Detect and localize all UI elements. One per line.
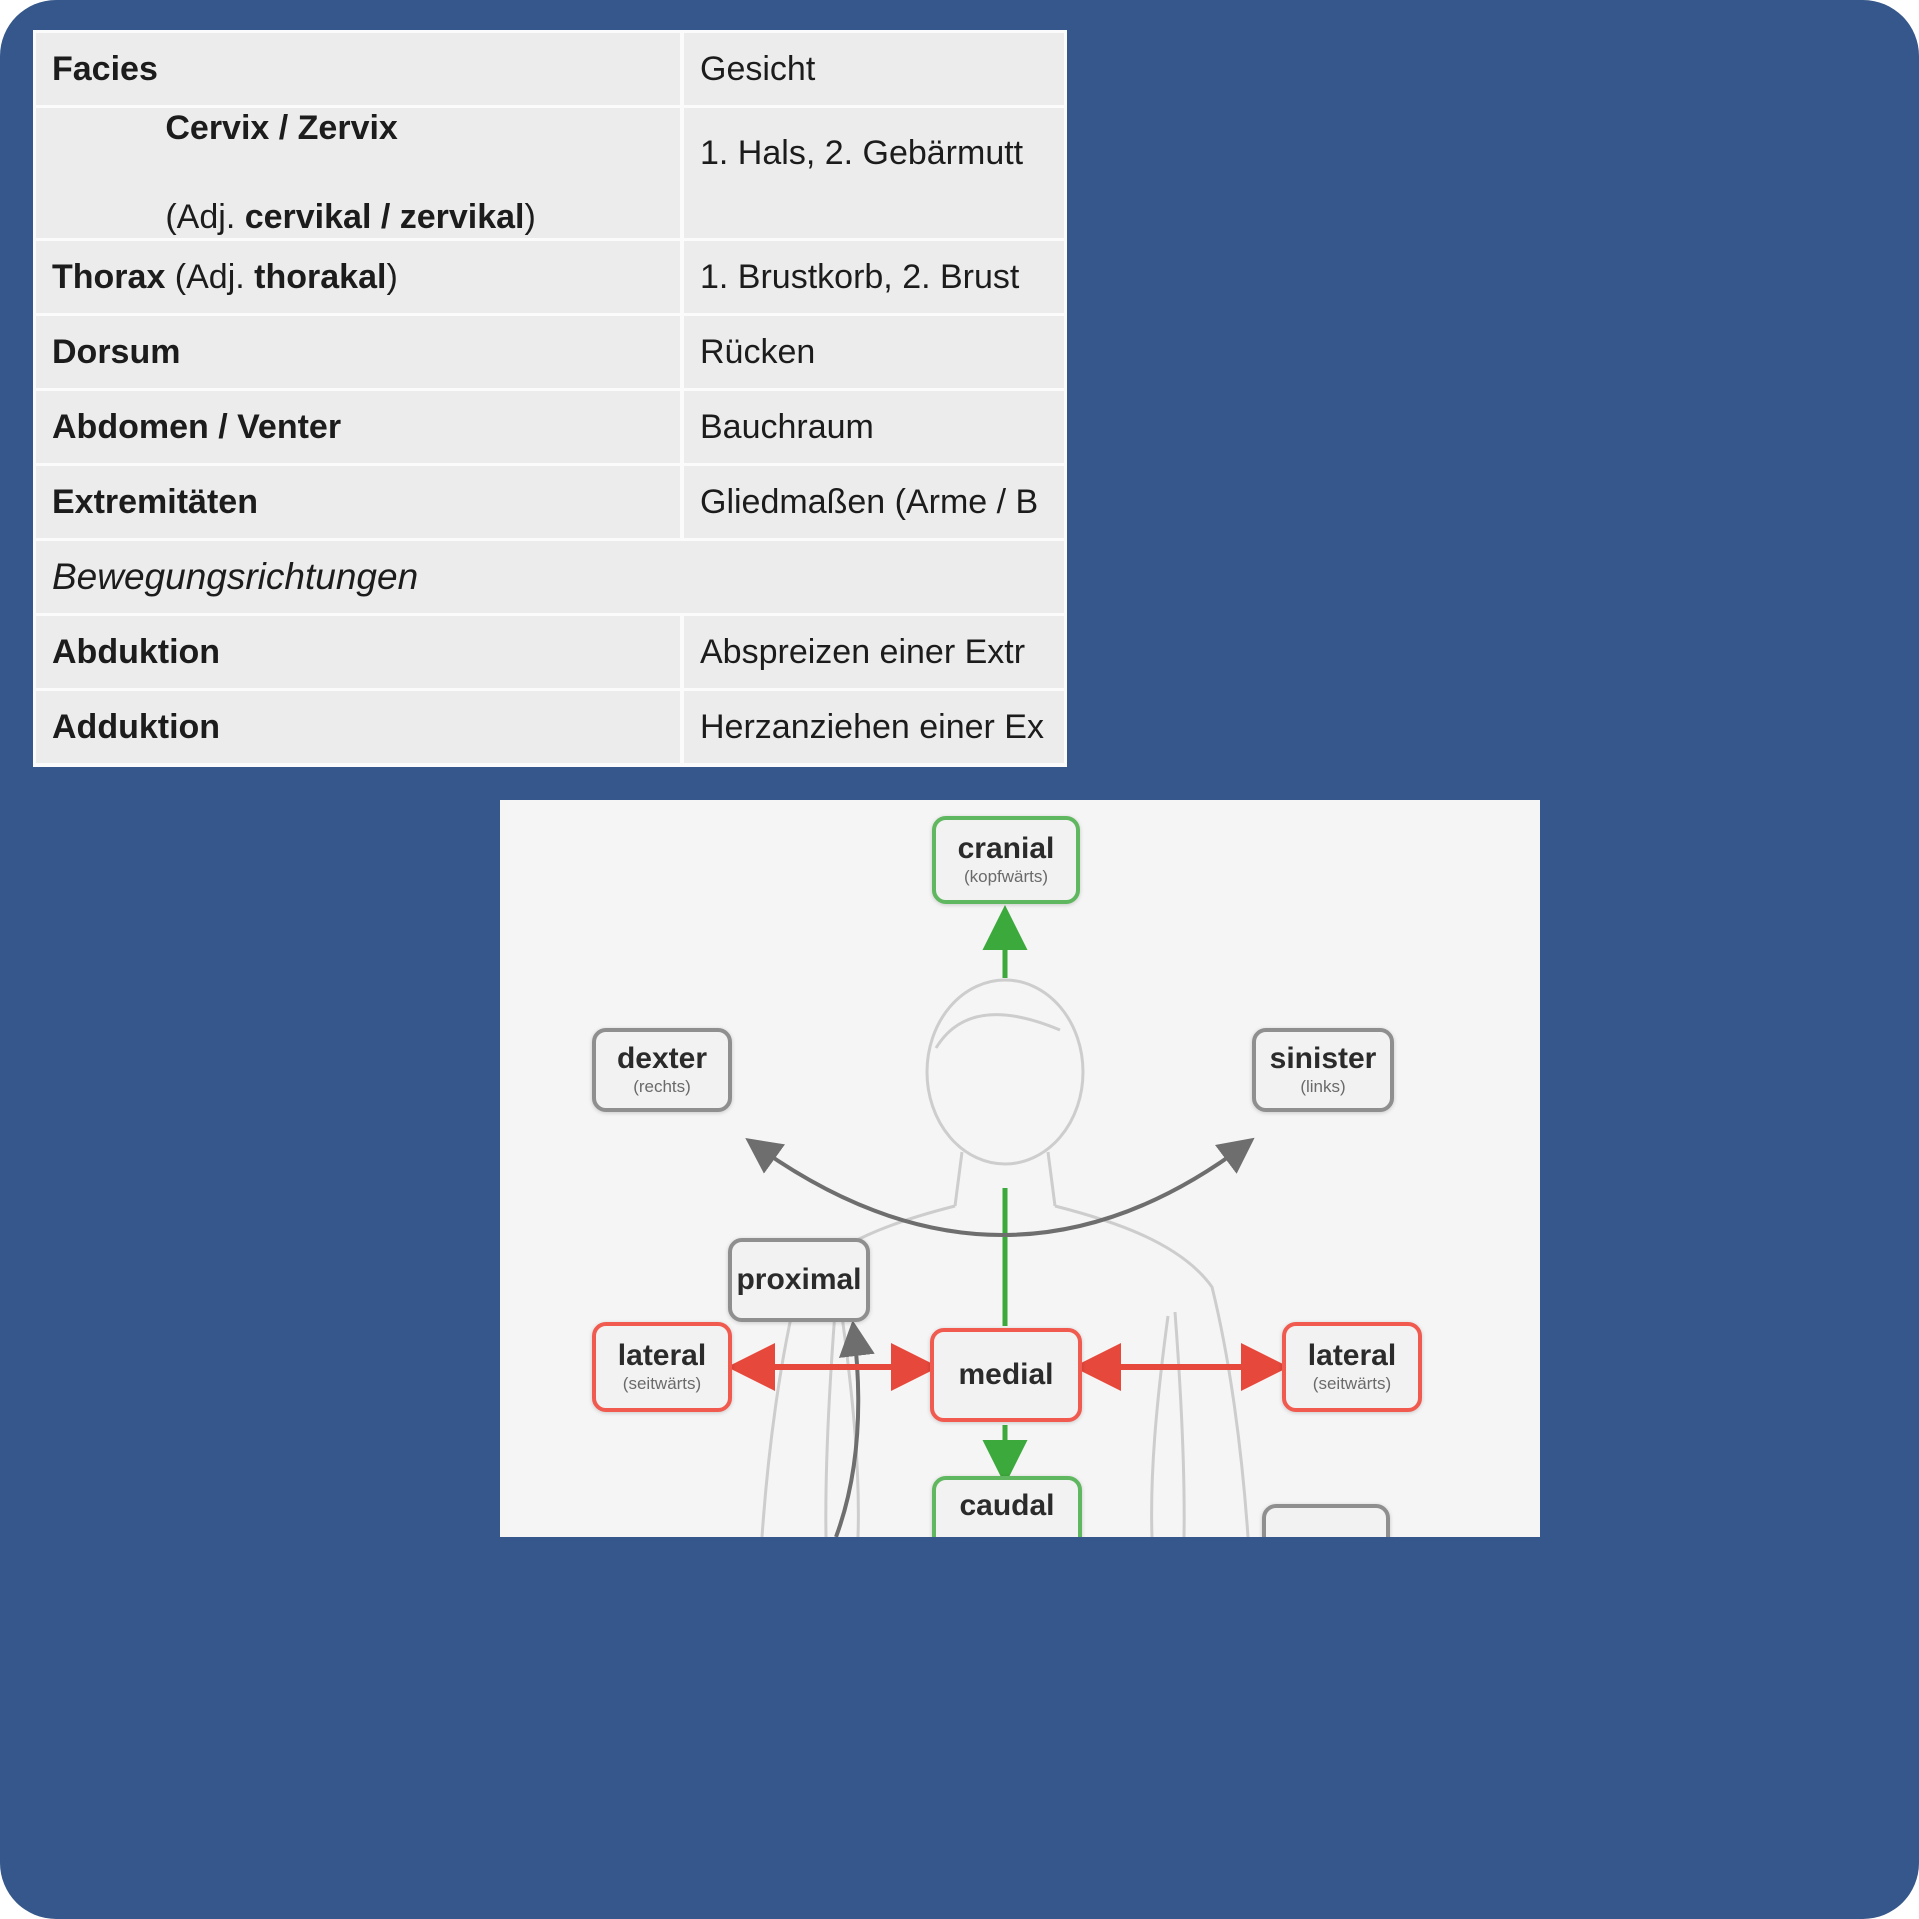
distal-box-partial (1262, 1504, 1390, 1537)
dexter-box: dexter (rechts) (592, 1028, 732, 1112)
def-facies: Gesicht (684, 33, 1064, 105)
term-abdomen: Abdomen / Venter (52, 407, 342, 446)
def-dorsum: Rücken (684, 316, 1064, 388)
table-row: Thorax (Adj. thorakal) 1. Brustkorb, 2. … (36, 241, 1064, 313)
def-cervix: 1. Hals, 2. Gebärmutt (684, 108, 1064, 238)
term-abduktion: Abduktion (52, 632, 221, 671)
table-row: Adduktion Herzanziehen einer Ex (36, 691, 1064, 763)
term-facies: Facies (52, 49, 158, 88)
def-abdomen: Bauchraum (684, 391, 1064, 463)
table-row: Extremitäten Gliedmaßen (Arme / B (36, 466, 1064, 538)
medial-box: medial (930, 1328, 1082, 1422)
vocabulary-table: Facies Gesicht Cervix / Zervix (Adj. cer… (33, 30, 1067, 767)
def-thorax: 1. Brustkorb, 2. Brust (684, 241, 1064, 313)
table-section-row: Bewegungsrichtungen (36, 541, 1064, 613)
diagram-artwork (727, 905, 1289, 1537)
def-extremitaeten: Gliedmaßen (Arme / B (684, 466, 1064, 538)
table-row: Abdomen / Venter Bauchraum (36, 391, 1064, 463)
def-abduktion: Abspreizen einer Extr (684, 616, 1064, 688)
lateral-right-box: lateral (seitwärts) (1282, 1322, 1422, 1412)
section-bewegungsrichtungen: Bewegungsrichtungen (36, 541, 1064, 613)
body-direction-diagram: cranial (kopfwärts) dexter (rechts) sini… (500, 800, 1540, 1537)
caudal-box: caudal (932, 1476, 1082, 1537)
table-row: Facies Gesicht (36, 33, 1064, 105)
table-row: Dorsum Rücken (36, 316, 1064, 388)
lateral-left-box: lateral (seitwärts) (592, 1322, 732, 1412)
term-dorsum: Dorsum (52, 332, 181, 371)
cranial-box: cranial (kopfwärts) (932, 816, 1080, 904)
term-thorax: Thorax (Adj. thorakal) (52, 257, 398, 296)
term-adduktion: Adduktion (52, 707, 221, 746)
table-row: Abduktion Abspreizen einer Extr (36, 616, 1064, 688)
term-extremitaeten: Extremitäten (52, 482, 258, 521)
term-cervix: Cervix / Zervix (Adj. cervikal / zervika… (165, 108, 536, 237)
def-adduktion: Herzanziehen einer Ex (684, 691, 1064, 763)
table-rows: Facies Gesicht Cervix / Zervix (Adj. cer… (36, 33, 1064, 763)
sinister-box: sinister (links) (1252, 1028, 1394, 1112)
table-row: Cervix / Zervix (Adj. cervikal / zervika… (36, 108, 1064, 238)
proximal-box: proximal (728, 1238, 870, 1322)
